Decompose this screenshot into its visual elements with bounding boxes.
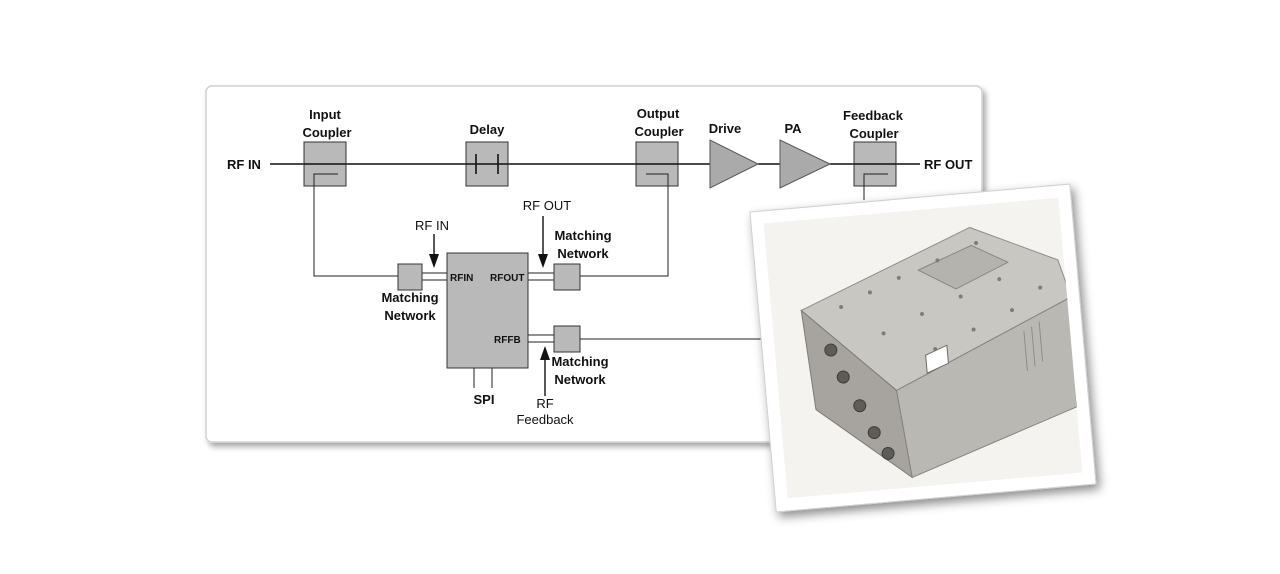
drive-amplifier bbox=[709, 139, 760, 189]
rf-in-probe-label: RF IN bbox=[415, 218, 449, 233]
linearizer-chip bbox=[446, 252, 529, 369]
pa-amplifier bbox=[779, 139, 832, 189]
spi-label: SPI bbox=[474, 392, 495, 407]
matching-network-feedback-box bbox=[553, 325, 581, 353]
matching-network-output-box bbox=[553, 263, 581, 291]
matching-network-feedback-label-2: Network bbox=[554, 372, 606, 387]
pin-rfout-label: RFOUT bbox=[490, 273, 524, 284]
rf-out-probe-label: RF OUT bbox=[523, 198, 571, 213]
output-coupler-label-2: Coupler bbox=[634, 124, 683, 139]
rf-amplifier-module-photo bbox=[763, 197, 1083, 499]
rf-feedback-label-2: Feedback bbox=[516, 412, 574, 427]
matching-network-input-box bbox=[397, 263, 423, 291]
matching-network-input-label-2: Network bbox=[384, 308, 436, 323]
product-photo-card bbox=[749, 183, 1097, 513]
feedback-coupler bbox=[853, 141, 897, 200]
matching-network-output-label-1: Matching bbox=[554, 228, 611, 243]
drive-label: Drive bbox=[709, 121, 742, 136]
output-coupler-label-1: Output bbox=[637, 106, 680, 121]
feedback-coupler-label-2: Coupler bbox=[849, 126, 898, 141]
pa-label: PA bbox=[784, 121, 802, 136]
rf-in-label: RF IN bbox=[227, 157, 261, 172]
delay-label: Delay bbox=[470, 122, 505, 137]
pin-rfin-label: RFIN bbox=[450, 273, 473, 284]
pin-rffb-label: RFFB bbox=[494, 335, 521, 346]
matching-network-feedback-label-1: Matching bbox=[551, 354, 608, 369]
rf-feedback-label-1: RF bbox=[536, 396, 553, 411]
probe-arrows bbox=[429, 216, 550, 396]
input-coupler-label-1: Input bbox=[309, 107, 341, 122]
matching-network-output-label-2: Network bbox=[557, 246, 609, 261]
output-coupler bbox=[635, 141, 679, 187]
feedback-coupler-label-1: Feedback bbox=[843, 108, 904, 123]
routing-lines bbox=[313, 186, 780, 388]
input-coupler-label-2: Coupler bbox=[302, 125, 351, 140]
matching-network-input-label-1: Matching bbox=[381, 290, 438, 305]
input-coupler bbox=[303, 141, 347, 187]
delay-block bbox=[465, 141, 509, 187]
rf-out-label: RF OUT bbox=[924, 157, 972, 172]
